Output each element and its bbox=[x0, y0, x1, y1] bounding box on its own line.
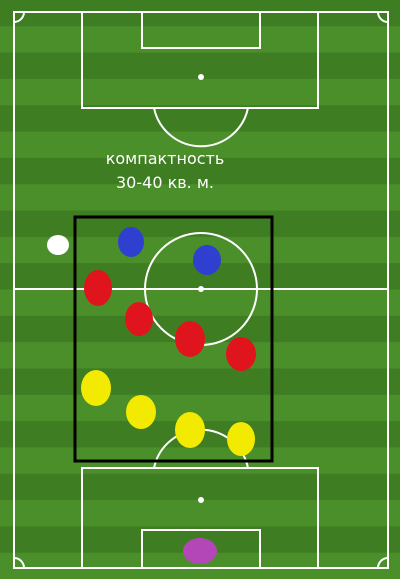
spots bbox=[198, 74, 204, 503]
player-red-1 bbox=[84, 270, 112, 306]
grass-stripe bbox=[0, 131, 400, 159]
compactness-value: 30-40 кв. м. bbox=[116, 173, 214, 192]
center-spot bbox=[198, 286, 204, 292]
bottom-penalty-spot bbox=[198, 497, 204, 503]
ball bbox=[47, 235, 69, 255]
grass-stripe bbox=[0, 368, 400, 396]
grass-stripe bbox=[0, 184, 400, 212]
player-blue-2 bbox=[193, 245, 221, 275]
corner-arc-bottom-left bbox=[13, 557, 25, 569]
goalkeeper bbox=[183, 538, 217, 564]
compactness-zone bbox=[73, 215, 274, 463]
player-yellow-3 bbox=[175, 412, 205, 448]
player-blue-1 bbox=[118, 227, 144, 257]
grass-stripe bbox=[0, 26, 400, 54]
grass-stripe bbox=[0, 500, 400, 527]
grass-stripe bbox=[0, 78, 400, 106]
grass-stripe bbox=[0, 105, 400, 133]
grass-stripe bbox=[0, 0, 400, 27]
player-red-3 bbox=[175, 321, 205, 357]
player-yellow-4 bbox=[227, 422, 255, 456]
grass-stripe bbox=[0, 157, 400, 185]
top-goal-area bbox=[141, 11, 261, 49]
player-red-2 bbox=[125, 302, 153, 336]
grass-stripe bbox=[0, 289, 400, 317]
grass-stripe bbox=[0, 473, 400, 501]
top-penalty-spot bbox=[198, 74, 204, 80]
player-red-4 bbox=[226, 337, 256, 371]
bottom-goal-area bbox=[141, 529, 261, 569]
corner-arc-top-left bbox=[13, 11, 25, 23]
corner-arc-top-right bbox=[377, 11, 389, 23]
player-yellow-2 bbox=[126, 395, 156, 429]
corner-arc-bottom-right bbox=[377, 557, 389, 569]
top-penalty-arc bbox=[153, 107, 249, 148]
compactness-label: компактность bbox=[105, 149, 225, 168]
player-yellow-1 bbox=[81, 370, 111, 406]
